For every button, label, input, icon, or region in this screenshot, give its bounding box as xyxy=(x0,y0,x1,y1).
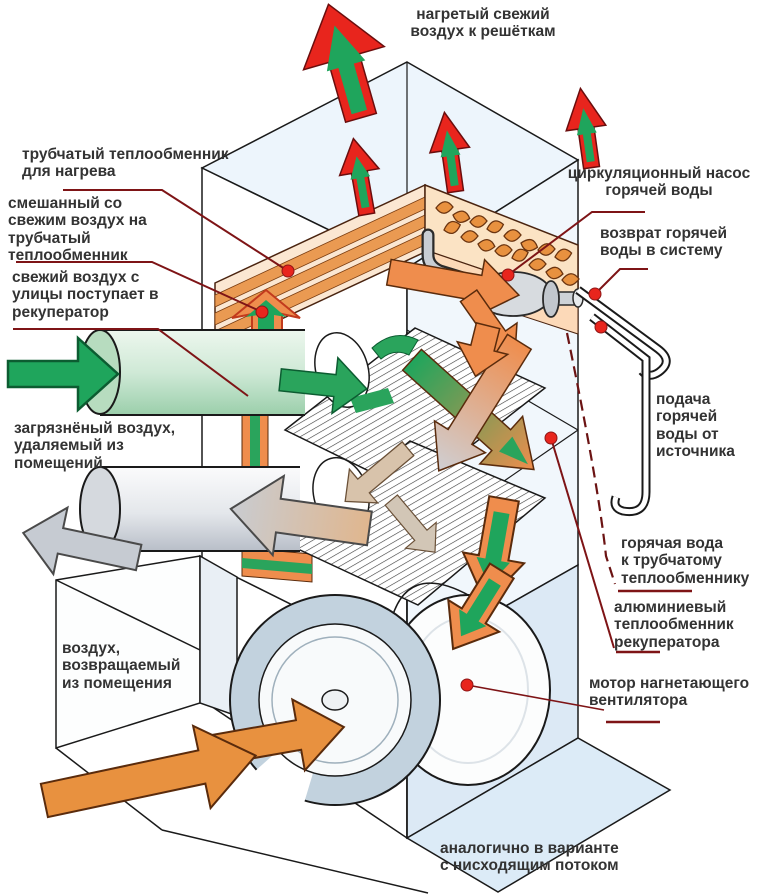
label-mixed-air: смешанный со свежим воздух на трубчатый … xyxy=(8,195,147,265)
hot-water-dashed-line xyxy=(565,332,617,585)
label-fan-motor: мотор нагнетающего вентилятора xyxy=(589,675,750,710)
label-aluminium-hx: алюминиевый теплообменник рекуператора xyxy=(614,599,734,651)
label-circulation-pump: циркуляционный насос горячей воды xyxy=(567,165,751,200)
heated-air-arrow-big xyxy=(302,3,386,124)
label-downflow-note: аналогично в варианте с нисходящим поток… xyxy=(440,840,619,875)
hot-water-pipes xyxy=(565,286,671,585)
label-water-return: возврат горячей воды в систему xyxy=(600,225,727,260)
label-heated-air: нагретый свежий воздух к решёткам xyxy=(410,6,556,41)
label-tubular-heat-exchanger: трубчатый теплообменник для нагрева xyxy=(22,146,229,181)
exhaust-outlet-arrow xyxy=(21,505,143,577)
return-air-plenum xyxy=(55,554,238,750)
exhaust-cross-arrow xyxy=(433,333,533,472)
exhaust-left-arrow xyxy=(229,473,373,558)
label-fresh-air: свежий воздух с улицы поступает в рекупе… xyxy=(12,269,159,321)
return-air-arrows xyxy=(39,697,346,819)
heated-air-arrows xyxy=(302,3,608,217)
label-return-air: воздух, возвращаемый из помещения xyxy=(62,640,181,692)
motor-entry-arrow xyxy=(447,562,516,651)
label-water-supply: подача горячей воды от источника xyxy=(656,391,735,461)
fan-hub xyxy=(321,689,349,711)
core-air-arrows xyxy=(344,321,535,605)
fresh-air-entry-arrow xyxy=(278,355,368,415)
label-dirty-air: загрязнёный воздух, удаляемый из помещен… xyxy=(14,420,176,472)
label-hot-water-to-hx: горячая вода к трубчатому теплообменнику xyxy=(621,535,750,587)
floor-panel xyxy=(55,737,672,894)
fresh-air-curve xyxy=(371,335,419,360)
leader-lines xyxy=(13,189,692,724)
leader-dots xyxy=(255,264,608,692)
fresh-air-inlet-arrow xyxy=(6,335,120,413)
